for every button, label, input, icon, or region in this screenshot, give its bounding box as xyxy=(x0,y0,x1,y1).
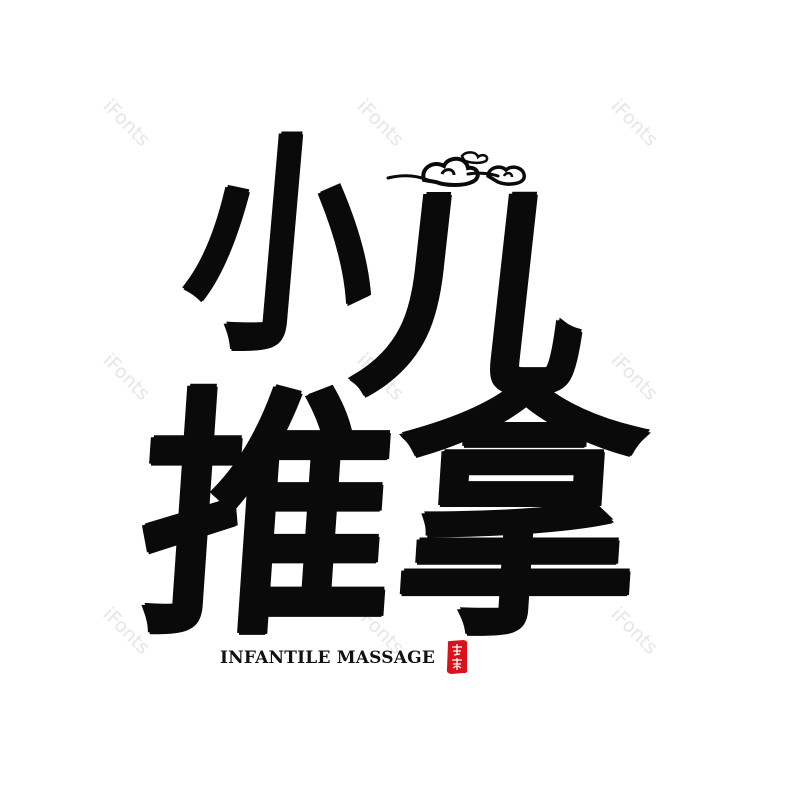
watermark: iFonts xyxy=(606,95,663,151)
cloud-ornament-icon xyxy=(386,151,526,187)
watermark: iFonts xyxy=(98,349,155,405)
red-seal-icon xyxy=(446,640,468,674)
title-char-tui: 推 xyxy=(130,365,407,670)
watermark: iFonts xyxy=(98,95,155,151)
title-char-na: 拿 xyxy=(385,354,654,672)
subtitle-text: INFANTILE MASSAGE xyxy=(220,648,435,668)
